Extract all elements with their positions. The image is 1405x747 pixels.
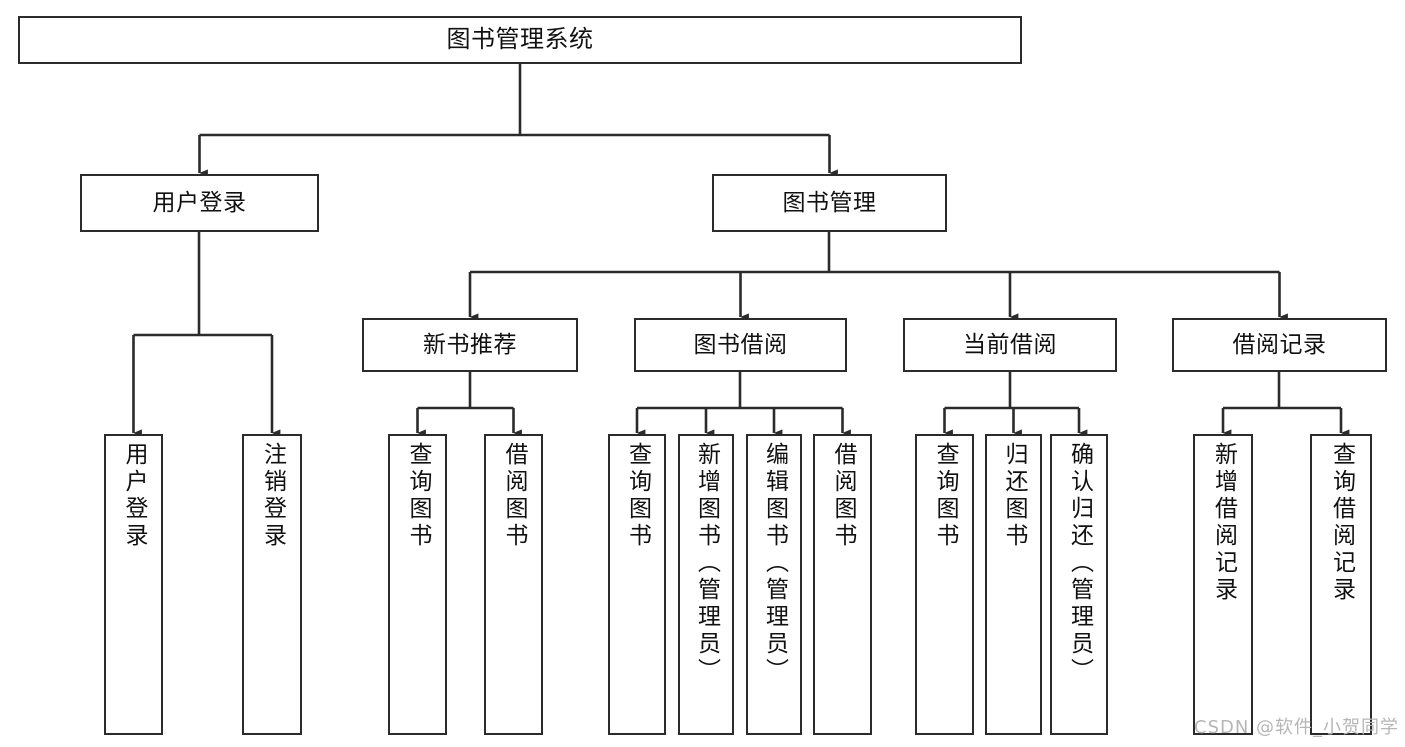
node-label-book-borrow: 图书借阅 (693, 331, 788, 358)
node-label-leaf-borrow-book-2: 借阅图书 (830, 442, 856, 550)
node-book-manage[interactable]: 图书管理 (712, 174, 947, 232)
node-label-current-borrow: 当前借阅 (963, 331, 1057, 358)
node-user-login[interactable]: 用户登录 (80, 174, 319, 232)
node-label-book-manage: 图书管理 (782, 189, 877, 216)
node-label-leaf-add-book: 新增图书（管理员） (693, 442, 720, 685)
node-leaf-add-record[interactable]: 新增借阅记录 (1193, 434, 1253, 735)
node-label-leaf-user-login: 用户登录 (121, 442, 147, 550)
node-leaf-return-book[interactable]: 归还图书 (985, 434, 1042, 735)
node-label-leaf-query-book-1: 查询图书 (405, 442, 431, 550)
node-label-borrow-record: 借阅记录 (1232, 331, 1327, 358)
node-label-leaf-query-record: 查询借阅记录 (1328, 442, 1355, 604)
node-label-leaf-query-book-2: 查询图书 (624, 442, 651, 550)
node-borrow-record[interactable]: 借阅记录 (1172, 318, 1387, 372)
node-leaf-borrow-book-2[interactable]: 借阅图书 (813, 434, 872, 735)
node-leaf-user-logout[interactable]: 注销登录 (242, 434, 302, 735)
node-label-leaf-edit-book: 编辑图书（管理员） (761, 442, 788, 685)
node-new-book-rec[interactable]: 新书推荐 (362, 318, 578, 372)
node-leaf-user-login[interactable]: 用户登录 (104, 434, 163, 735)
node-leaf-query-record[interactable]: 查询借阅记录 (1310, 434, 1372, 735)
node-label-leaf-user-logout: 注销登录 (259, 442, 286, 550)
node-leaf-borrow-book-1[interactable]: 借阅图书 (484, 434, 543, 735)
node-leaf-query-book-3[interactable]: 查询图书 (915, 434, 974, 735)
node-current-borrow[interactable]: 当前借阅 (903, 318, 1117, 372)
node-root[interactable]: 图书管理系统 (18, 16, 1022, 64)
node-leaf-query-book-1[interactable]: 查询图书 (388, 434, 447, 735)
node-book-borrow[interactable]: 图书借阅 (634, 318, 847, 372)
node-label-leaf-return-book: 归还图书 (1001, 442, 1027, 550)
node-label-root: 图书管理系统 (446, 25, 594, 54)
node-label-user-login: 用户登录 (152, 189, 247, 216)
node-label-leaf-confirm-return: 确认归还（管理员） (1066, 442, 1093, 685)
node-leaf-edit-book[interactable]: 编辑图书（管理员） (746, 434, 802, 735)
node-leaf-query-book-2[interactable]: 查询图书 (608, 434, 666, 735)
node-leaf-add-book[interactable]: 新增图书（管理员） (678, 434, 734, 735)
node-label-leaf-borrow-book-1: 借阅图书 (501, 442, 527, 550)
node-label-leaf-add-record: 新增借阅记录 (1210, 442, 1237, 604)
node-label-leaf-query-book-3: 查询图书 (932, 442, 958, 550)
node-leaf-confirm-return[interactable]: 确认归还（管理员） (1050, 434, 1108, 735)
node-label-new-book-rec: 新书推荐 (423, 331, 517, 358)
